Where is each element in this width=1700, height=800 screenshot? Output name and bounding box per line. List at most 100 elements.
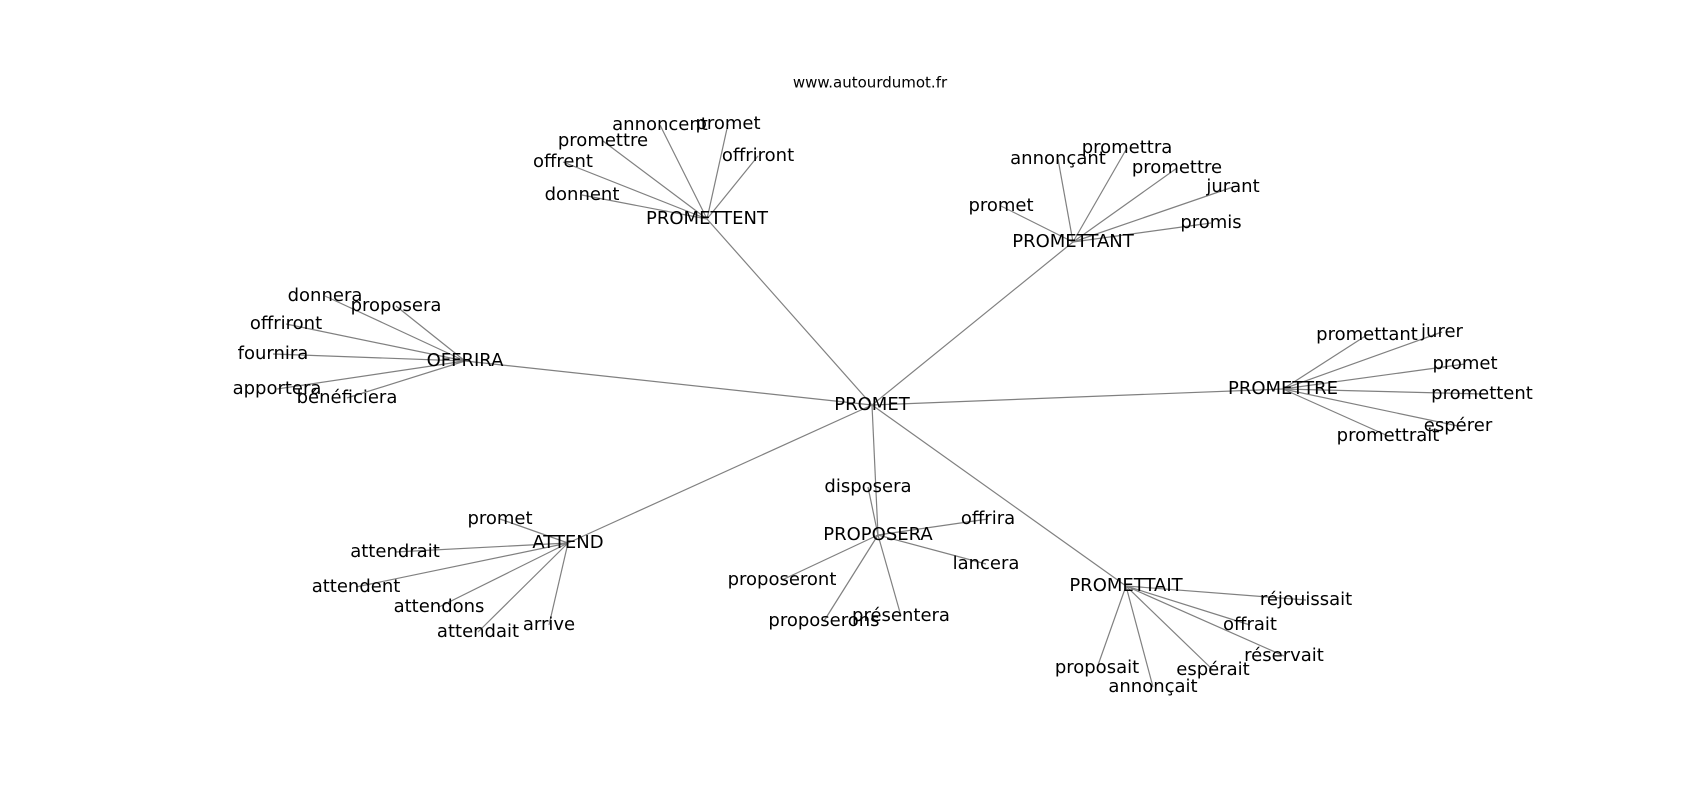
edge-promettait-rejouissait xyxy=(1125,585,1307,601)
node-leaf-attendrait[interactable]: attendrait xyxy=(350,541,440,562)
node-leaf-lancera[interactable]: lancera xyxy=(953,553,1020,574)
node-leaf-attendent[interactable]: attendent xyxy=(312,576,401,597)
edge-promettant-promettre xyxy=(1072,167,1178,243)
edge-proposera-lancera xyxy=(877,534,987,565)
node-leaf-jurant[interactable]: jurant xyxy=(1205,176,1259,197)
edge-promettent-promet xyxy=(706,123,729,220)
edge-promettant-promettra xyxy=(1072,147,1128,243)
node-hub-promettant[interactable]: PROMETTANT xyxy=(1012,231,1134,252)
edge-center-proposera xyxy=(871,404,879,536)
edge-promettre-jurer xyxy=(1282,331,1443,390)
node-hub-proposera[interactable]: PROPOSERA xyxy=(823,524,933,545)
edge-offrira-beneficiera xyxy=(346,360,466,399)
node-leaf-fournira[interactable]: fournira xyxy=(238,343,309,364)
edge-offrira-proposera xyxy=(395,305,466,362)
edge-proposera-offrira xyxy=(877,518,989,536)
edge-promettant-promet xyxy=(1000,205,1074,243)
node-leaf-attendait[interactable]: attendait xyxy=(437,621,519,642)
edge-promettre-promet xyxy=(1282,363,1466,390)
node-leaf-offrait[interactable]: offrait xyxy=(1223,614,1277,635)
graph-labels: PROMETPROMETTENTannoncentprometpromettre… xyxy=(233,113,1533,697)
edge-attend-attendait xyxy=(477,542,569,633)
node-leaf-proposerons[interactable]: proposerons xyxy=(768,610,879,631)
node-leaf-attendons[interactable]: attendons xyxy=(394,596,485,617)
edge-promettant-jurant xyxy=(1072,186,1234,243)
edge-proposera-presentera xyxy=(877,534,902,617)
node-leaf-offrent[interactable]: offrent xyxy=(533,151,593,172)
node-leaf-promet[interactable]: promet xyxy=(1432,353,1497,374)
node-leaf-donnera[interactable]: donnera xyxy=(288,285,363,306)
node-leaf-proposait[interactable]: proposait xyxy=(1055,657,1139,678)
node-leaf-esperer[interactable]: espérer xyxy=(1424,415,1493,436)
node-leaf-reservait[interactable]: réservait xyxy=(1244,645,1324,666)
node-leaf-offriront[interactable]: offriront xyxy=(722,145,794,166)
edge-promettent-donnent xyxy=(581,194,708,220)
node-hub-promettent[interactable]: PROMETTENT xyxy=(646,208,769,229)
edge-attend-attendons xyxy=(438,542,569,608)
node-leaf-promettant[interactable]: promettant xyxy=(1316,324,1418,345)
edge-offrira-apportera xyxy=(276,360,466,390)
node-leaf-promettrait[interactable]: promettrait xyxy=(1337,425,1440,446)
node-leaf-presentera[interactable]: présentera xyxy=(852,605,950,626)
edge-proposera-disposera xyxy=(867,486,879,536)
node-leaf-promettre[interactable]: promettre xyxy=(1132,157,1222,178)
edge-promettait-esperait xyxy=(1125,585,1214,671)
node-leaf-disposera[interactable]: disposera xyxy=(824,476,911,497)
node-hub-attend[interactable]: ATTEND xyxy=(532,532,603,553)
edge-promettre-promettrait xyxy=(1282,388,1389,437)
node-hub-promettait[interactable]: PROMETTAIT xyxy=(1069,575,1183,596)
node-leaf-promet[interactable]: promet xyxy=(467,508,532,529)
edge-center-promettait xyxy=(871,404,1127,587)
edge-center-promettant xyxy=(871,241,1074,406)
node-hub-offrira[interactable]: OFFRIRA xyxy=(427,350,504,371)
node-leaf-promettra[interactable]: promettra xyxy=(1082,137,1173,158)
edge-center-promettent xyxy=(706,218,873,406)
edge-promettre-promettent xyxy=(1282,388,1483,395)
edge-attend-attendent xyxy=(355,542,569,588)
node-center-promet[interactable]: PROMET xyxy=(834,394,910,415)
node-leaf-esperait[interactable]: espérait xyxy=(1176,659,1249,680)
node-leaf-beneficiera[interactable]: bénéficiera xyxy=(297,387,398,408)
node-leaf-annoncant[interactable]: annonçant xyxy=(1010,148,1106,169)
site-watermark: www.autourdumot.fr xyxy=(793,74,948,92)
edge-promettant-annoncant xyxy=(1057,158,1074,243)
edge-offrira-donnera xyxy=(324,295,466,362)
node-leaf-promet[interactable]: promet xyxy=(695,113,760,134)
node-leaf-annoncait[interactable]: annonçait xyxy=(1108,676,1197,697)
edge-promettait-proposait xyxy=(1096,585,1127,669)
node-leaf-offrira[interactable]: offrira xyxy=(961,508,1015,529)
edge-promettre-esperer xyxy=(1282,388,1459,427)
graph-edges xyxy=(272,123,1483,688)
node-hub-promettre[interactable]: PROMETTRE xyxy=(1228,378,1338,399)
node-leaf-promettent[interactable]: promettent xyxy=(1431,383,1533,404)
node-leaf-promis[interactable]: promis xyxy=(1180,212,1241,233)
edge-offrira-fournira xyxy=(272,353,466,362)
node-leaf-annoncent[interactable]: annoncent xyxy=(612,114,708,135)
edge-offrira-offriront xyxy=(285,323,466,362)
edge-promettre-promettant xyxy=(1282,334,1368,390)
node-leaf-proposeront[interactable]: proposeront xyxy=(728,569,837,590)
edge-center-promettre xyxy=(871,388,1284,406)
edge-promettait-annoncait xyxy=(1125,585,1154,688)
node-leaf-arrive[interactable]: arrive xyxy=(523,614,575,635)
edge-proposera-proposeront xyxy=(781,534,879,581)
node-leaf-apportera[interactable]: apportera xyxy=(233,378,322,399)
edge-attend-attendrait xyxy=(394,542,569,553)
node-leaf-rejouissait[interactable]: réjouissait xyxy=(1260,589,1352,610)
edge-promettait-reservait xyxy=(1125,585,1285,657)
node-leaf-donnent[interactable]: donnent xyxy=(545,184,620,205)
edge-attend-arrive xyxy=(548,542,569,626)
edge-center-offrira xyxy=(464,360,873,406)
node-leaf-jurer[interactable]: jurer xyxy=(1420,321,1463,342)
edge-promettent-promettre xyxy=(602,140,708,220)
node-leaf-promet[interactable]: promet xyxy=(968,195,1033,216)
node-leaf-offriront[interactable]: offriront xyxy=(250,313,322,334)
edge-attend-promet xyxy=(499,518,569,544)
node-leaf-proposera[interactable]: proposera xyxy=(351,295,442,316)
edge-promettent-offrent xyxy=(562,161,708,220)
node-leaf-promettre[interactable]: promettre xyxy=(558,130,648,151)
edge-proposera-proposerons xyxy=(823,534,879,622)
edge-center-attend xyxy=(567,404,873,544)
edge-promettent-offriront xyxy=(706,155,759,220)
